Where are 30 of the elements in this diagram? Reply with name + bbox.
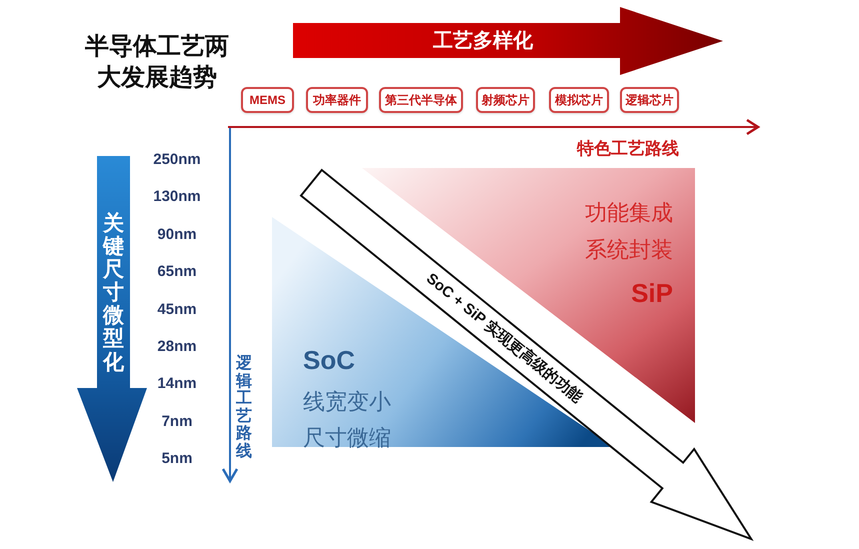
category-tag: 射频芯片 [476,87,535,113]
scale-label: 7nm [162,413,192,431]
scale-label: 14nm [157,375,197,393]
scale-label: 130nm [153,188,201,206]
scale-label: 28nm [157,338,197,356]
area-text: 系统封装 [585,237,673,263]
title: 半导体工艺两大发展趋势 [84,32,230,93]
area-text: 尺寸微缩 [303,425,391,451]
area-heading: SoC [303,344,355,376]
outline-arrow [296,166,755,543]
scale-label: 45nm [157,301,197,319]
category-tag: 功率器件 [306,87,368,113]
area-heading: SiP [631,278,673,308]
scale-label: 5nm [162,450,192,468]
area-text: 功能集成 [585,200,673,226]
arrow-label: 工艺多样化 [433,29,533,53]
area-text: 线宽变小 [303,389,391,415]
scale-label: 90nm [157,226,197,244]
category-tag: MEMS [241,87,294,113]
arrow-label: SoC + SiP 实现更高级的功能 [422,270,585,407]
arrow-label: 关键尺寸微型化 [103,212,124,374]
category-tag: 模拟芯片 [549,87,609,113]
scale-label: 250nm [153,151,201,169]
scale-label: 65nm [157,263,197,281]
axis-label: 逻辑工艺路线 [236,355,252,461]
banner-arrow [293,7,723,75]
category-tag: 第三代半导体 [379,87,463,113]
down-arrow [77,156,147,482]
axis-label: 特色工艺路线 [577,139,679,159]
category-tag: 逻辑芯片 [620,87,679,113]
